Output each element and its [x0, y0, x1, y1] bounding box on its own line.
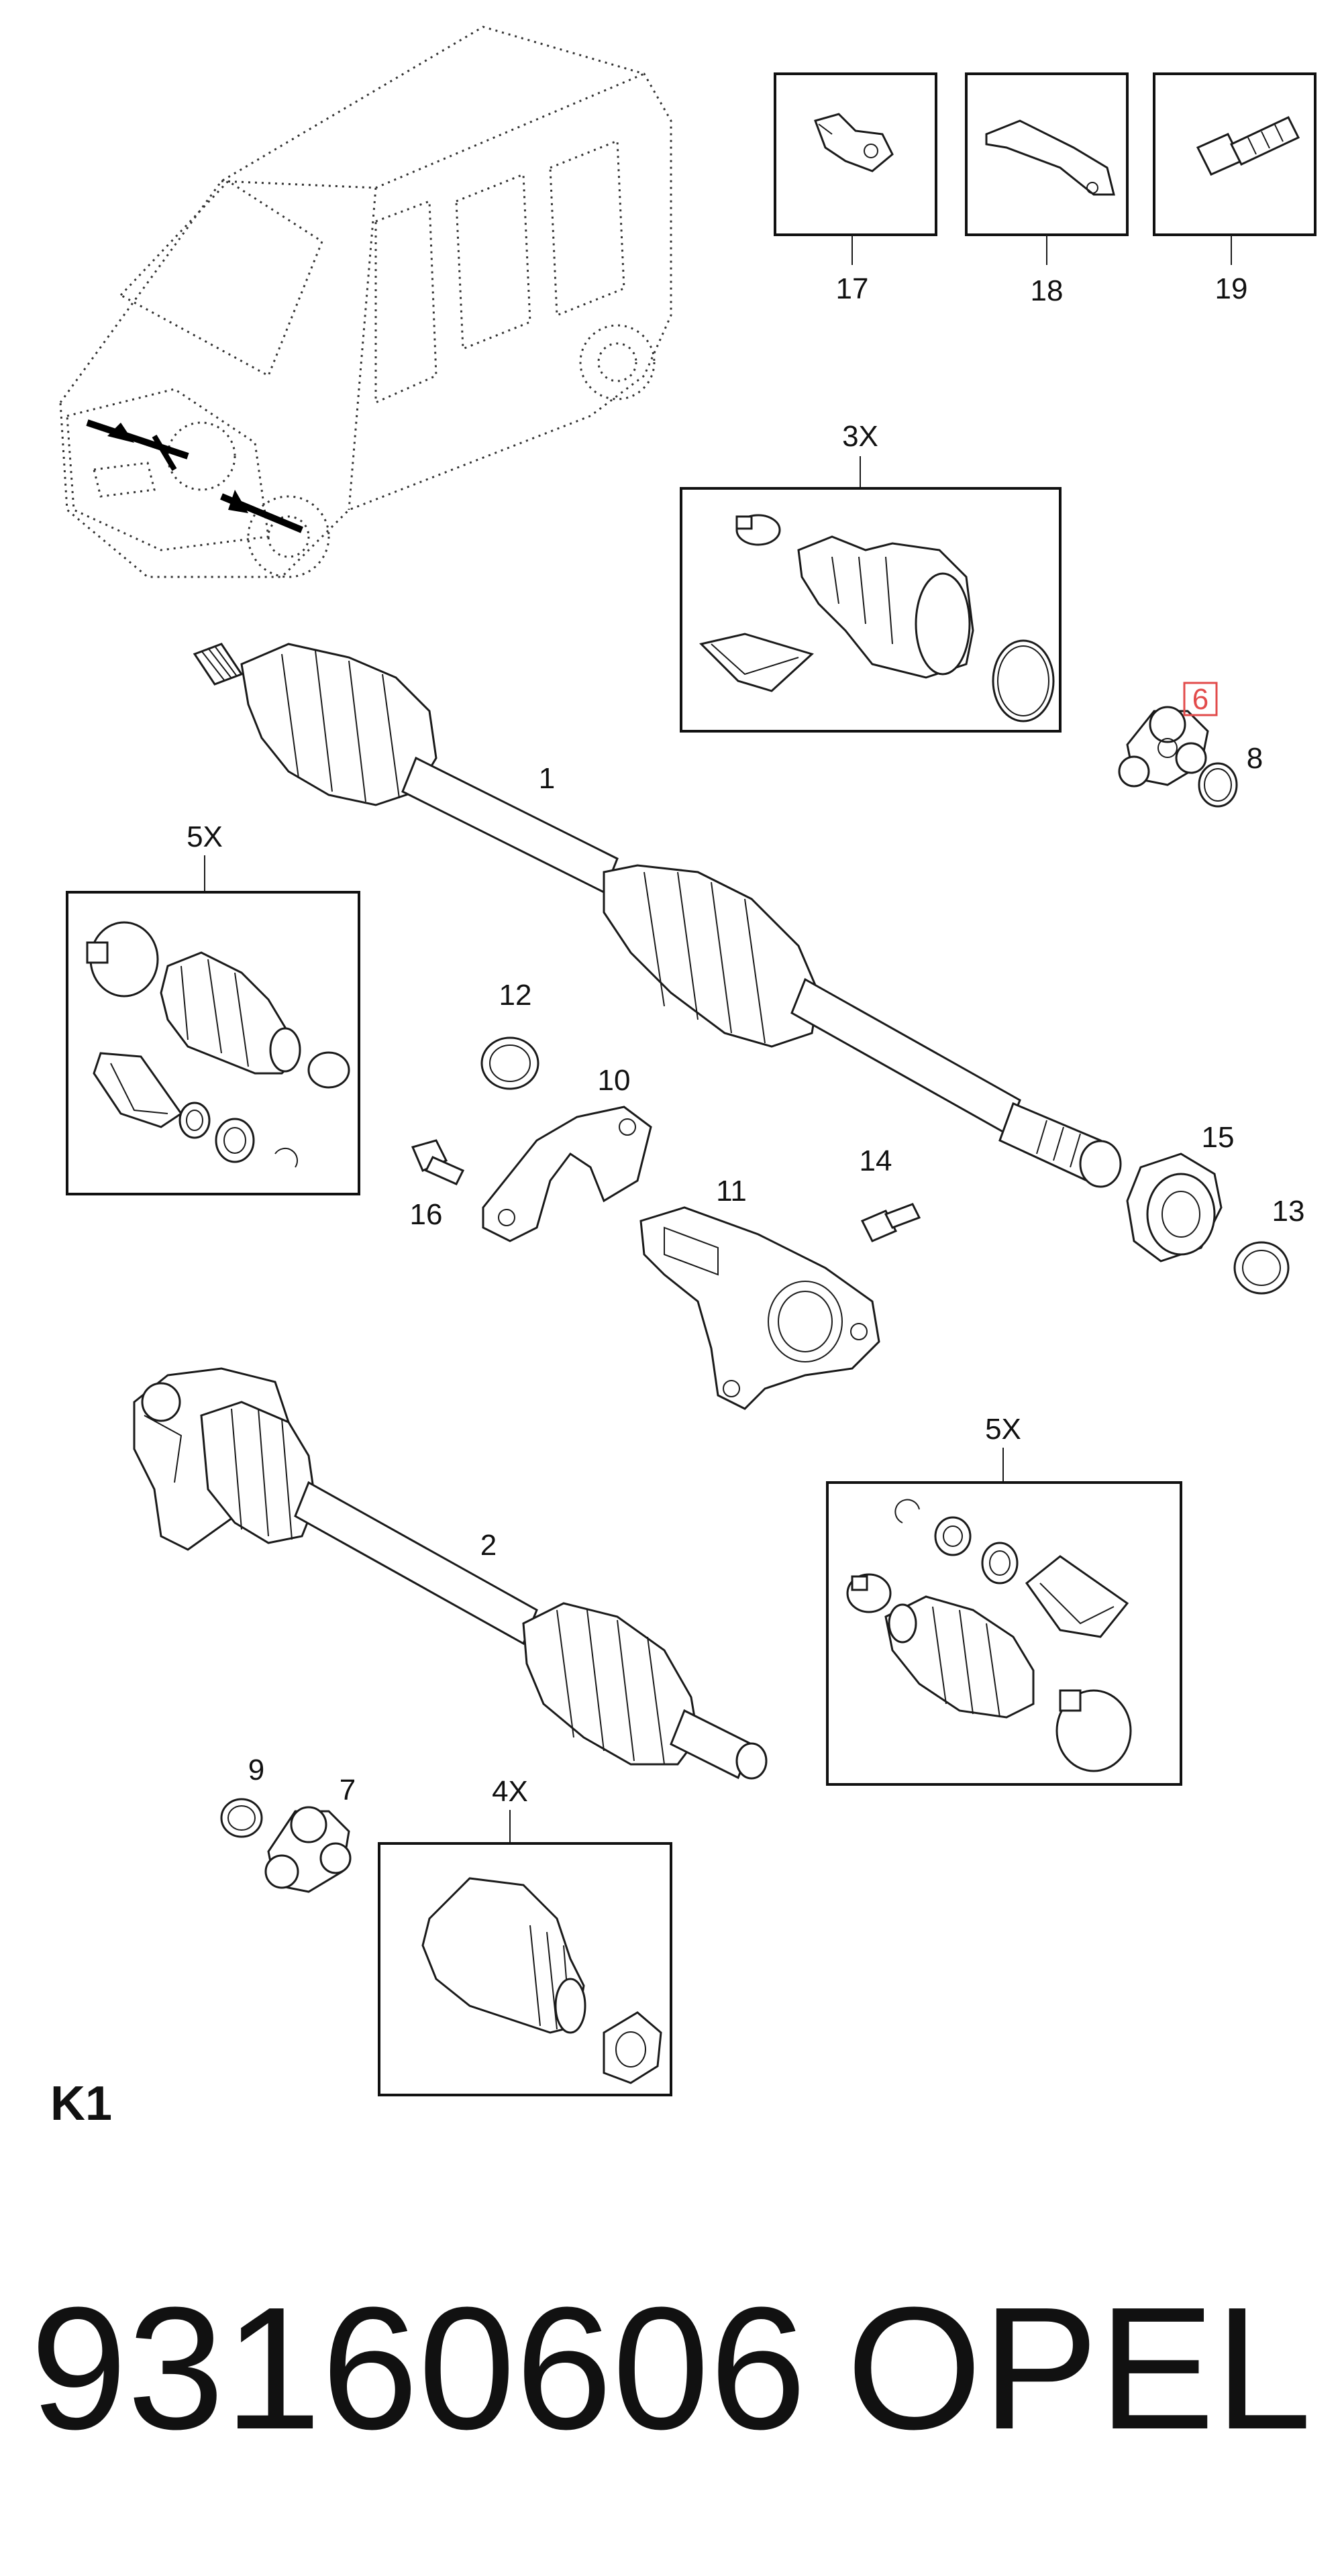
part-15-bearing[interactable]: [1126, 1152, 1223, 1263]
kit-3x-box[interactable]: [680, 487, 1062, 733]
callout-12[interactable]: 12: [499, 979, 532, 1012]
callout-17[interactable]: 17: [836, 272, 869, 305]
callout-4x[interactable]: 4X: [492, 1775, 528, 1808]
callout-3x[interactable]: 3X: [842, 420, 878, 453]
callout-15[interactable]: 15: [1202, 1121, 1235, 1154]
part-9-circlip[interactable]: [220, 1798, 263, 1838]
callout-10[interactable]: 10: [598, 1064, 631, 1097]
part-13-circlip[interactable]: [1233, 1241, 1290, 1295]
callout-8[interactable]: 8: [1247, 742, 1263, 775]
callout-18[interactable]: 18: [1031, 274, 1064, 307]
callout-5x-right[interactable]: 5X: [985, 1413, 1021, 1446]
callout-14[interactable]: 14: [860, 1144, 892, 1177]
callout-5x-left[interactable]: 5X: [187, 820, 223, 853]
part-6-tripod[interactable]: [1118, 706, 1209, 788]
part-12-circlip[interactable]: [480, 1036, 539, 1090]
part-17-box[interactable]: [774, 72, 937, 236]
highlight-6: [1183, 682, 1218, 716]
sheet-label: K1: [50, 2077, 112, 2131]
part-8-circlip[interactable]: [1198, 762, 1238, 808]
part-19-box[interactable]: [1153, 72, 1317, 236]
callout-19[interactable]: 19: [1215, 272, 1248, 305]
callout-1[interactable]: 1: [539, 762, 555, 795]
callout-7[interactable]: 7: [340, 1774, 356, 1807]
callout-6[interactable]: 6: [1192, 683, 1208, 716]
callout-16[interactable]: 16: [410, 1198, 443, 1231]
part-18-box[interactable]: [965, 72, 1129, 236]
kit-4x-box[interactable]: [378, 1842, 672, 2096]
brand-name: OPEL: [846, 2271, 1312, 2466]
part-11-bearing-support[interactable]: [639, 1206, 880, 1410]
part-7-tripod[interactable]: [264, 1806, 352, 1893]
callout-13[interactable]: 13: [1272, 1195, 1305, 1228]
callout-2[interactable]: 2: [480, 1529, 497, 1562]
callout-9[interactable]: 9: [248, 1754, 264, 1786]
callout-11[interactable]: 11: [716, 1175, 747, 1208]
kit-5x-right-box[interactable]: [826, 1481, 1182, 1786]
part-10-bracket[interactable]: [482, 1106, 652, 1242]
drive-shaft-2[interactable]: [133, 1367, 768, 1780]
van-illustration: [59, 25, 672, 578]
kit-5x-left-box[interactable]: [66, 891, 360, 1195]
part-16-bolt[interactable]: [411, 1139, 465, 1185]
part-number: 93160606: [30, 2271, 807, 2466]
drive-shaft-1[interactable]: [193, 643, 1122, 1188]
part-14-bolt[interactable]: [860, 1203, 921, 1242]
